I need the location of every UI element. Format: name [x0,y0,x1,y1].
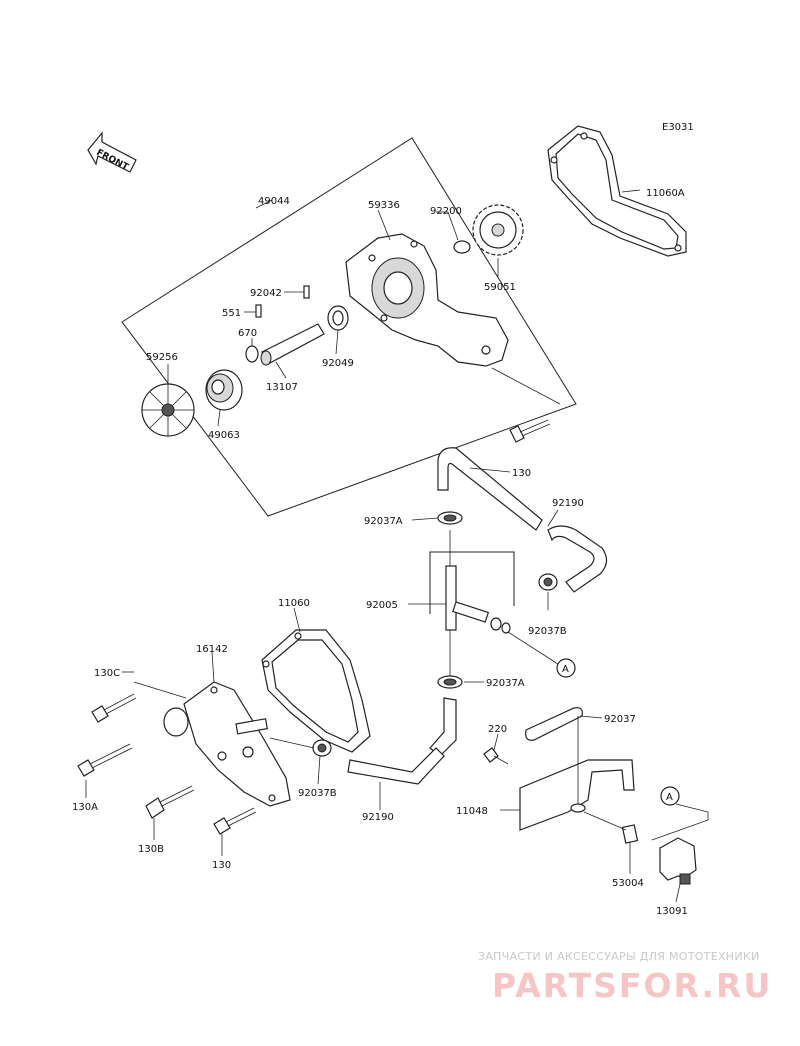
label-59336: 59336 [368,200,400,211]
leader-lines [85,189,681,903]
clamp-92037a-top [437,511,463,525]
pump-housing-59336 [345,233,509,367]
label-92190-bottom: 92190 [362,812,394,823]
pin-92042 [303,285,310,299]
diagram-code: E3031 [662,122,694,133]
bolt-220 [483,747,509,765]
tjoint-92005 [445,565,511,634]
label-92190-top: 92190 [552,498,584,509]
clip-92037 [525,707,583,741]
mech-seal-49063 [205,369,243,411]
label-92037a-bottom: 92037A [486,678,525,689]
label-92042: 92042 [250,288,282,299]
part-13091 [659,837,697,885]
bolt-130a [77,743,133,777]
label-92037b-left: 92037B [298,788,337,799]
hose-lower-short [429,697,457,757]
part-labels: 49044 59336 92200 59051 11060A 92042 551… [72,188,688,917]
label-92005: 92005 [366,600,398,611]
label-53004: 53004 [612,878,644,889]
label-92049: 92049 [322,358,354,369]
label-11060a: 11060A [646,188,685,199]
gear-59051 [472,204,524,256]
clip-53004 [621,824,639,844]
callout-a-upper [556,658,576,678]
label-92037b-right: 92037B [528,626,567,637]
label-13107: 13107 [266,382,298,393]
label-92200: 92200 [430,206,462,217]
callout-a-lower [660,786,680,806]
shaft-13107 [260,323,325,366]
hose-upper [437,447,543,531]
bolt-130c [91,693,137,723]
seal-92049 [327,305,349,331]
label-59256: 59256 [146,352,178,363]
callout-a-lower-text: A [666,792,673,803]
label-11048: 11048 [456,806,488,817]
label-130a: 130A [72,802,98,813]
watermark-text: ЗАПЧАСТИ И АКСЕССУАРЫ ДЛЯ МОТОТЕХНИКИ [478,950,760,963]
label-130-bottom: 130 [212,860,231,871]
bolt-130b [145,785,195,819]
label-16142: 16142 [196,644,228,655]
label-11060: 11060 [278,598,310,609]
label-49044: 49044 [258,196,290,207]
bolt-130-top [509,419,551,443]
hose-92190-top [547,525,608,593]
washer-92200 [453,240,471,254]
label-130b: 130B [138,844,164,855]
label-92037: 92037 [604,714,636,725]
bolt-130-bottom [213,807,257,835]
label-670: 670 [238,328,257,339]
gasket-11060 [261,629,371,753]
label-13091: 13091 [656,906,688,917]
pin-551 [255,304,262,318]
label-220: 220 [488,724,507,735]
label-130-top: 130 [512,468,531,479]
watermark-logo: PARTSFOR.RU [492,966,773,1005]
hose-92190-bottom [347,747,445,785]
gasket-11060a [547,125,687,257]
bracket-11048 [519,759,635,831]
front-arrow-icon: FRONT [87,131,137,173]
clamp-92037b-right [538,573,558,591]
clamp-92037b-left [312,739,332,757]
label-92037a-top: 92037A [364,516,403,527]
tjoint-box [429,551,515,614]
label-59051: 59051 [484,282,516,293]
clamp-92037a-bottom [437,675,463,689]
callout-a-upper-text: A [562,664,569,675]
oring-670 [245,345,259,363]
assembly-box [121,137,577,517]
pump-cover-16142 [163,681,291,807]
label-130c: 130C [94,668,120,679]
label-49063: 49063 [208,430,240,441]
label-551: 551 [222,308,241,319]
impeller-59256 [141,383,195,437]
